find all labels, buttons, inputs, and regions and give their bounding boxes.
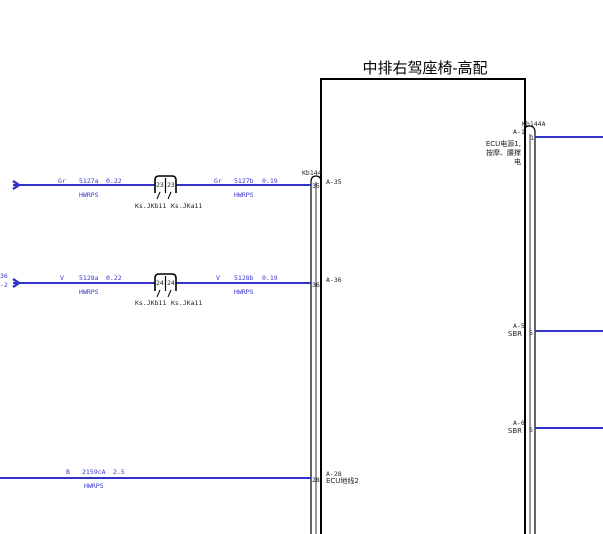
splice-pin: 23 (167, 181, 175, 189)
wire-size: 0.22 (106, 177, 122, 185)
connector-pin-ref: A-1 (513, 128, 525, 136)
splice-pin: 24 (167, 279, 175, 287)
connector-left-body (310, 175, 322, 534)
splice-lead (167, 289, 172, 298)
pin-function-label: ECU电源1, (486, 139, 521, 148)
connector-right-label: Kb144A (522, 120, 546, 128)
module-title: 中排右驾座椅-高配 (362, 59, 487, 77)
connector-pin-number: 6 (529, 426, 533, 434)
pin-function-label: SBR (508, 330, 522, 338)
right-pin-6: A-6 SBR 6 (508, 419, 603, 435)
splice-lead (156, 191, 161, 200)
wire-color-code: V (60, 274, 64, 282)
splice-pin: 23 (156, 181, 164, 189)
connector-pin-ref: A-5 (513, 322, 525, 330)
wire-row-1: Gr 5127a 0.22 HWRPS Gr 5127b 0.19 HWRPS … (12, 175, 342, 210)
connector-pin-ref: A-35 (326, 178, 342, 186)
right-pin-5: A-5 SBR 5 (508, 322, 603, 338)
connector-pin-ref: A-28 (326, 470, 342, 478)
wire-size: 0.19 (262, 177, 278, 185)
connector-right-body (524, 125, 536, 534)
connector-pin-number: 35 (312, 182, 320, 190)
wire-row-3: B 2159cA 2.5 HWRPS 28 A-28 ECU地线2 (0, 468, 359, 490)
connector-left-label: Kb144 (302, 169, 322, 177)
splice-pin: 24 (156, 279, 164, 287)
connector-pin-number: 36 (312, 281, 320, 289)
wire-harness: HWRPS (84, 482, 104, 490)
wire-color-code: Gr (58, 177, 66, 185)
wire-size: 0.22 (106, 274, 122, 282)
offpage-ref: -2 (0, 281, 8, 289)
wire-size: 2.5 (113, 468, 125, 476)
splice-lead (156, 289, 161, 298)
splice-connector-2 (154, 273, 177, 291)
module-outline (320, 78, 526, 534)
splice-label: Ks.JKb11 (135, 202, 166, 210)
connector-pin-number: 1 (530, 134, 534, 142)
wire-harness: HWRPS (234, 191, 254, 199)
splice-label: Ks.JKa11 (171, 202, 202, 210)
offpage-ref: 36 (0, 272, 8, 280)
wire-color-code: B (66, 468, 70, 476)
splice-lead (167, 191, 172, 200)
splice-label: Ks.JKb11 (135, 299, 166, 307)
wire-harness: HWRPS (79, 191, 99, 199)
splice-connector-1 (154, 175, 177, 193)
wire-id: 5128a (79, 274, 99, 282)
wire-id: 5127a (79, 177, 99, 185)
pin-function-label: ECU地线2 (326, 476, 359, 485)
connector-pin-number: 28 (312, 476, 320, 484)
wire-size: 0.19 (262, 274, 278, 282)
splice-label: Ks.JKa11 (171, 299, 202, 307)
wire-color-code: Gr (214, 177, 222, 185)
wire-row-2: 36 -2 V 5128a 0.22 HWRPS V 5128b 0.19 HW… (0, 272, 342, 307)
pin-function-label: SBR (508, 427, 522, 435)
pin-function-label: 电 (514, 157, 521, 166)
wire-id: 2159cA (82, 468, 106, 476)
wire-color-code: V (216, 274, 220, 282)
pin-function-label: 按摩、腰撑 (486, 148, 521, 157)
connector-pin-number: 5 (529, 329, 533, 337)
wire-id: 5128b (234, 274, 254, 282)
wire-harness: HWRPS (234, 288, 254, 296)
wire-harness: HWRPS (79, 288, 99, 296)
right-pin-1: A-1 1 ECU电源1, 按摩、腰撑 电 (486, 128, 603, 166)
wire-id: 5127b (234, 177, 254, 185)
connector-pin-ref: A-36 (326, 276, 342, 284)
connector-pin-ref: A-6 (513, 419, 525, 427)
